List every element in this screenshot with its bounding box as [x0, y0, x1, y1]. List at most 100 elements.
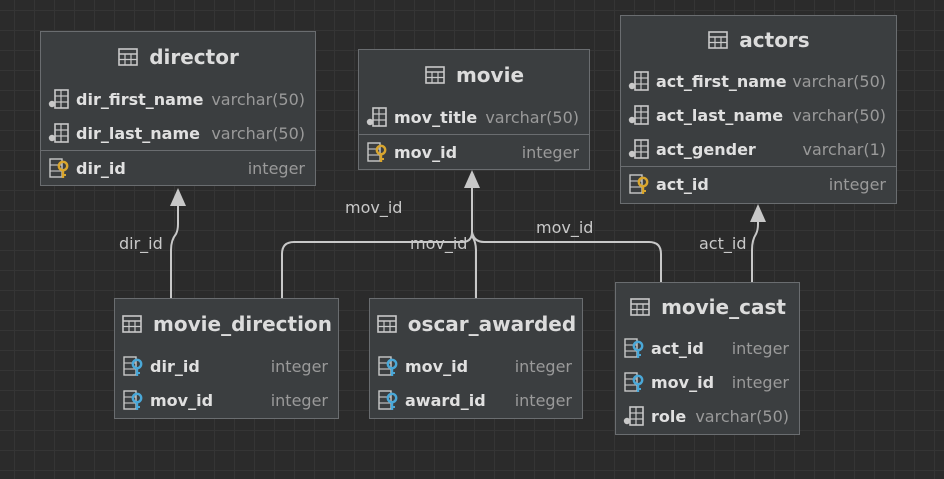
edge-mov-id-arrow — [464, 170, 480, 188]
edge-label-mov-id-oscar: mov_id — [410, 234, 468, 253]
edge-act-id-arrow — [750, 204, 766, 222]
primary-key-icon — [48, 157, 70, 179]
foreign-key-icon — [377, 355, 399, 377]
column-type: integer — [828, 174, 886, 194]
table-actors[interactable]: actors act_first_name varchar(50) act_la… — [620, 15, 897, 204]
key-row[interactable]: dir_id integer — [41, 150, 315, 185]
table-header[interactable]: movie — [359, 50, 589, 100]
table-icon — [707, 29, 729, 51]
column-type: integer — [514, 390, 572, 410]
column-row[interactable]: dir_id integer — [115, 349, 338, 383]
column-type: integer — [247, 158, 305, 178]
column-name: act_id — [656, 174, 709, 194]
column-row[interactable]: mov_title varchar(50) — [359, 100, 589, 134]
table-icon — [424, 64, 446, 86]
column-icon — [366, 106, 388, 128]
column-row[interactable]: award_id integer — [370, 383, 582, 417]
column-type: integer — [521, 142, 579, 162]
foreign-key-icon — [122, 355, 144, 377]
column-name: dir_id — [76, 158, 126, 178]
foreign-key-icon — [623, 337, 645, 359]
edge-label-mov-id-cast: mov_id — [536, 218, 594, 237]
edge-act-id — [751, 220, 759, 282]
table-header[interactable]: oscar_awarded — [370, 299, 582, 349]
key-row[interactable]: act_id integer — [621, 166, 896, 201]
table-header[interactable]: movie_cast — [616, 283, 799, 331]
column-name: dir_id — [150, 356, 200, 376]
primary-key-icon — [366, 141, 388, 163]
column-icon — [628, 104, 650, 126]
column-name: mov_id — [651, 372, 715, 392]
table-title: actors — [739, 28, 810, 52]
column-row[interactable]: role varchar(50) — [616, 399, 799, 433]
table-header[interactable]: movie_direction — [115, 299, 338, 349]
edge-mov-id-direction — [281, 188, 473, 298]
table-title: oscar_awarded — [407, 312, 577, 336]
column-icon — [48, 88, 70, 110]
table-icon — [629, 296, 651, 318]
column-row[interactable]: dir_first_name varchar(50) — [41, 82, 315, 116]
column-name: act_first_name — [656, 71, 787, 91]
table-movie-cast[interactable]: movie_cast act_id integer mov_id integer… — [615, 282, 800, 435]
column-type: integer — [270, 390, 328, 410]
table-title: movie — [455, 63, 525, 87]
table-header[interactable]: actors — [621, 16, 896, 64]
column-icon — [48, 122, 70, 144]
column-name: mov_id — [394, 142, 458, 162]
column-type: varchar(50) — [792, 71, 886, 91]
table-title: movie_cast — [661, 295, 786, 319]
column-row[interactable]: mov_id integer — [370, 349, 582, 383]
foreign-key-icon — [122, 389, 144, 411]
edge-dir-id-arrow — [170, 188, 186, 206]
column-name: mov_title — [394, 107, 478, 127]
primary-key-icon — [628, 173, 650, 195]
column-type: varchar(1) — [802, 139, 886, 159]
column-name: act_last_name — [656, 105, 784, 125]
table-icon — [376, 313, 398, 335]
column-type: varchar(50) — [211, 89, 305, 109]
table-icon — [121, 313, 143, 335]
column-name: act_id — [651, 338, 704, 358]
table-movie-direction[interactable]: movie_direction dir_id integer mov_id in… — [114, 298, 339, 419]
column-type: varchar(50) — [211, 123, 305, 143]
column-name: mov_id — [405, 356, 469, 376]
edge-mov-id-cast — [471, 231, 662, 282]
column-row[interactable]: mov_id integer — [115, 383, 338, 417]
edge-label-dir-id: dir_id — [119, 234, 163, 253]
table-title: director — [149, 45, 239, 69]
foreign-key-icon — [623, 371, 645, 393]
table-movie[interactable]: movie mov_title varchar(50) mov_id integ… — [358, 49, 590, 170]
edge-mov-id-oscar — [471, 235, 477, 298]
column-icon — [628, 138, 650, 160]
column-type: varchar(50) — [695, 406, 789, 426]
column-name: mov_id — [150, 390, 214, 410]
column-icon — [628, 70, 650, 92]
column-row[interactable]: act_last_name varchar(50) — [621, 98, 896, 132]
column-name: dir_last_name — [76, 123, 200, 143]
column-name: dir_first_name — [76, 89, 204, 109]
column-type: integer — [731, 338, 789, 358]
column-type: integer — [514, 356, 572, 376]
table-icon — [117, 46, 139, 68]
column-type: integer — [731, 372, 789, 392]
foreign-key-icon — [377, 389, 399, 411]
column-icon — [623, 405, 645, 427]
column-row[interactable]: act_first_name varchar(50) — [621, 64, 896, 98]
key-row[interactable]: mov_id integer — [359, 134, 589, 169]
edge-label-mov-id-direction: mov_id — [345, 198, 403, 217]
edge-dir-id — [170, 190, 179, 298]
table-director[interactable]: director dir_first_name varchar(50) dir_… — [40, 31, 316, 186]
table-oscar-awarded[interactable]: oscar_awarded mov_id integer award_id in… — [369, 298, 583, 419]
column-type: integer — [270, 356, 328, 376]
column-type: varchar(50) — [485, 107, 579, 127]
column-row[interactable]: act_gender varchar(1) — [621, 132, 896, 166]
column-name: act_gender — [656, 139, 756, 159]
column-row[interactable]: dir_last_name varchar(50) — [41, 116, 315, 150]
column-row[interactable]: act_id integer — [616, 331, 799, 365]
table-title: movie_direction — [153, 312, 332, 336]
edge-label-act-id: act_id — [699, 234, 747, 253]
table-header[interactable]: director — [41, 32, 315, 82]
column-name: award_id — [405, 390, 486, 410]
column-row[interactable]: mov_id integer — [616, 365, 799, 399]
